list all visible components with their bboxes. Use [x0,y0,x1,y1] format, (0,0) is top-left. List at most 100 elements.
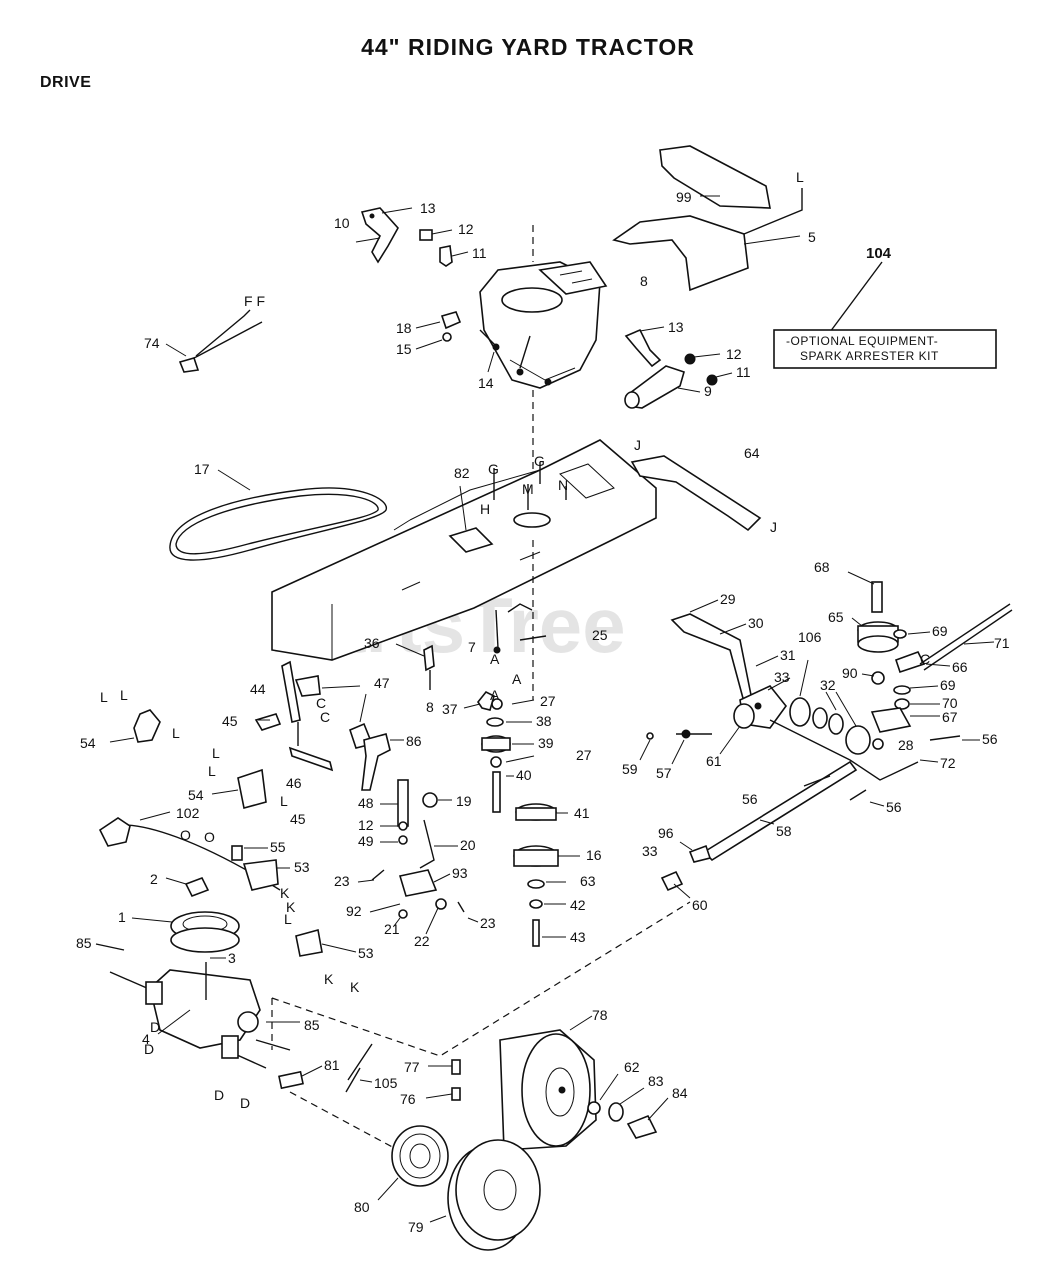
part-number-labels: 13 12 10 11 8 18 15 14 13 12 11 9 99 5 1… [76,189,1010,1235]
part-label: 11 [736,364,751,380]
ref-letter: N [558,477,568,493]
steering-gear-drawing [857,581,1013,750]
ref-letter: L [280,793,288,809]
part-label: 54 [80,735,96,751]
cable-74-drawing [178,309,263,373]
part-label: 67 [942,709,958,725]
ref-letter: D [150,1019,160,1035]
part-label: 14 [478,375,494,391]
part-label: 11 [472,245,487,261]
part-label: 33 [642,843,658,859]
part-label: 54 [188,787,204,803]
part-label: 27 [540,693,556,709]
part-label: 30 [748,615,764,631]
ref-letter: J [770,519,777,535]
part-label: 29 [720,591,736,607]
ref-letter: M [522,481,534,497]
part-label: 17 [194,461,210,477]
ref-letter: C [920,651,930,667]
part-label: 96 [658,825,674,841]
ref-letter: F F [244,293,265,309]
part-label: 46 [286,775,302,791]
ref-letter: O [180,827,191,843]
part-label: 13 [420,200,436,216]
bracket-54-drawing [133,709,267,809]
part-label: 82 [454,465,470,481]
callout-line-1: -OPTIONAL EQUIPMENT- [786,334,938,348]
part-label: 42 [570,897,586,913]
part-label: 45 [290,811,306,827]
part-label: 58 [776,823,792,839]
part-label: 3 [228,950,236,966]
part-label: 37 [442,701,458,717]
muffler-right-drawing [624,328,718,409]
callout-line-2: SPARK ARRESTER KIT [800,349,939,363]
shift-linkage-drawing [371,779,465,919]
ref-letter: G [534,453,545,469]
part-label: 8 [426,699,434,715]
part-label: 79 [408,1219,424,1235]
reference-letter-labels: L F F G G H M N J J A A A C C L L L L L … [100,169,930,1111]
ref-letter: A [512,671,522,687]
part-label: 12 [726,346,742,362]
ref-letter: K [286,899,296,915]
ref-letter: L [172,725,180,741]
part-label: 1 [118,909,126,925]
ref-letter: L [284,911,292,927]
front-wheel-79-drawing [447,1139,541,1251]
part-label: 102 [176,805,200,821]
part-label: 93 [452,865,468,881]
part-label: 69 [932,623,948,639]
ref-letter: H [480,501,490,517]
ref-letter: D [214,1087,224,1103]
ref-letter: L [100,689,108,705]
part-label: 105 [374,1075,398,1091]
part-label: 63 [580,873,596,889]
diagram-title: 44" RIDING YARD TRACTOR [361,34,695,60]
part-label: 16 [586,847,602,863]
part-label: 12 [358,817,374,833]
brake-linkage-drawing [254,660,391,791]
part-label: 68 [814,559,830,575]
part-label: 53 [294,859,310,875]
part-label: 72 [940,755,956,771]
linkage-61-drawing [646,703,919,781]
part-label: 74 [144,335,160,351]
bracket-36-drawing [423,644,495,711]
hub-parts-drawing [587,1101,658,1139]
part-label: 32 [820,677,836,693]
part-label: 27 [576,747,592,763]
part-label: 71 [994,635,1010,651]
part-label: 81 [324,1057,340,1073]
part-label: 39 [538,735,554,751]
part-label: 9 [704,383,712,399]
part-label: 48 [358,795,374,811]
part-label: 65 [828,609,844,625]
part-label: 99 [676,189,692,205]
part-label: 12 [458,221,474,237]
part-label: 44 [250,681,266,697]
part-label: 60 [692,897,708,913]
part-label: 62 [624,1059,640,1075]
part-label: 56 [742,791,758,807]
part-label: 85 [304,1017,320,1033]
engine-drawing [479,261,608,389]
part-label: 83 [648,1073,664,1089]
part-label: 80 [354,1199,370,1215]
part-label: 10 [334,215,350,231]
part-label: 56 [886,799,902,815]
part-label: 47 [374,675,390,691]
part-label: 61 [706,753,722,769]
ref-letter: O [204,829,215,845]
section-label: DRIVE [40,74,92,91]
ref-letter: A [490,651,500,667]
part-label: 20 [460,837,476,853]
center-shaft-parts [481,540,559,947]
part-label: 106 [798,629,822,645]
ref-letter: K [280,885,290,901]
ref-letter: C [320,709,330,725]
bearings-106-drawing [789,697,871,755]
transaxle-drawing [95,876,291,1069]
part-label: 104 [866,245,892,262]
